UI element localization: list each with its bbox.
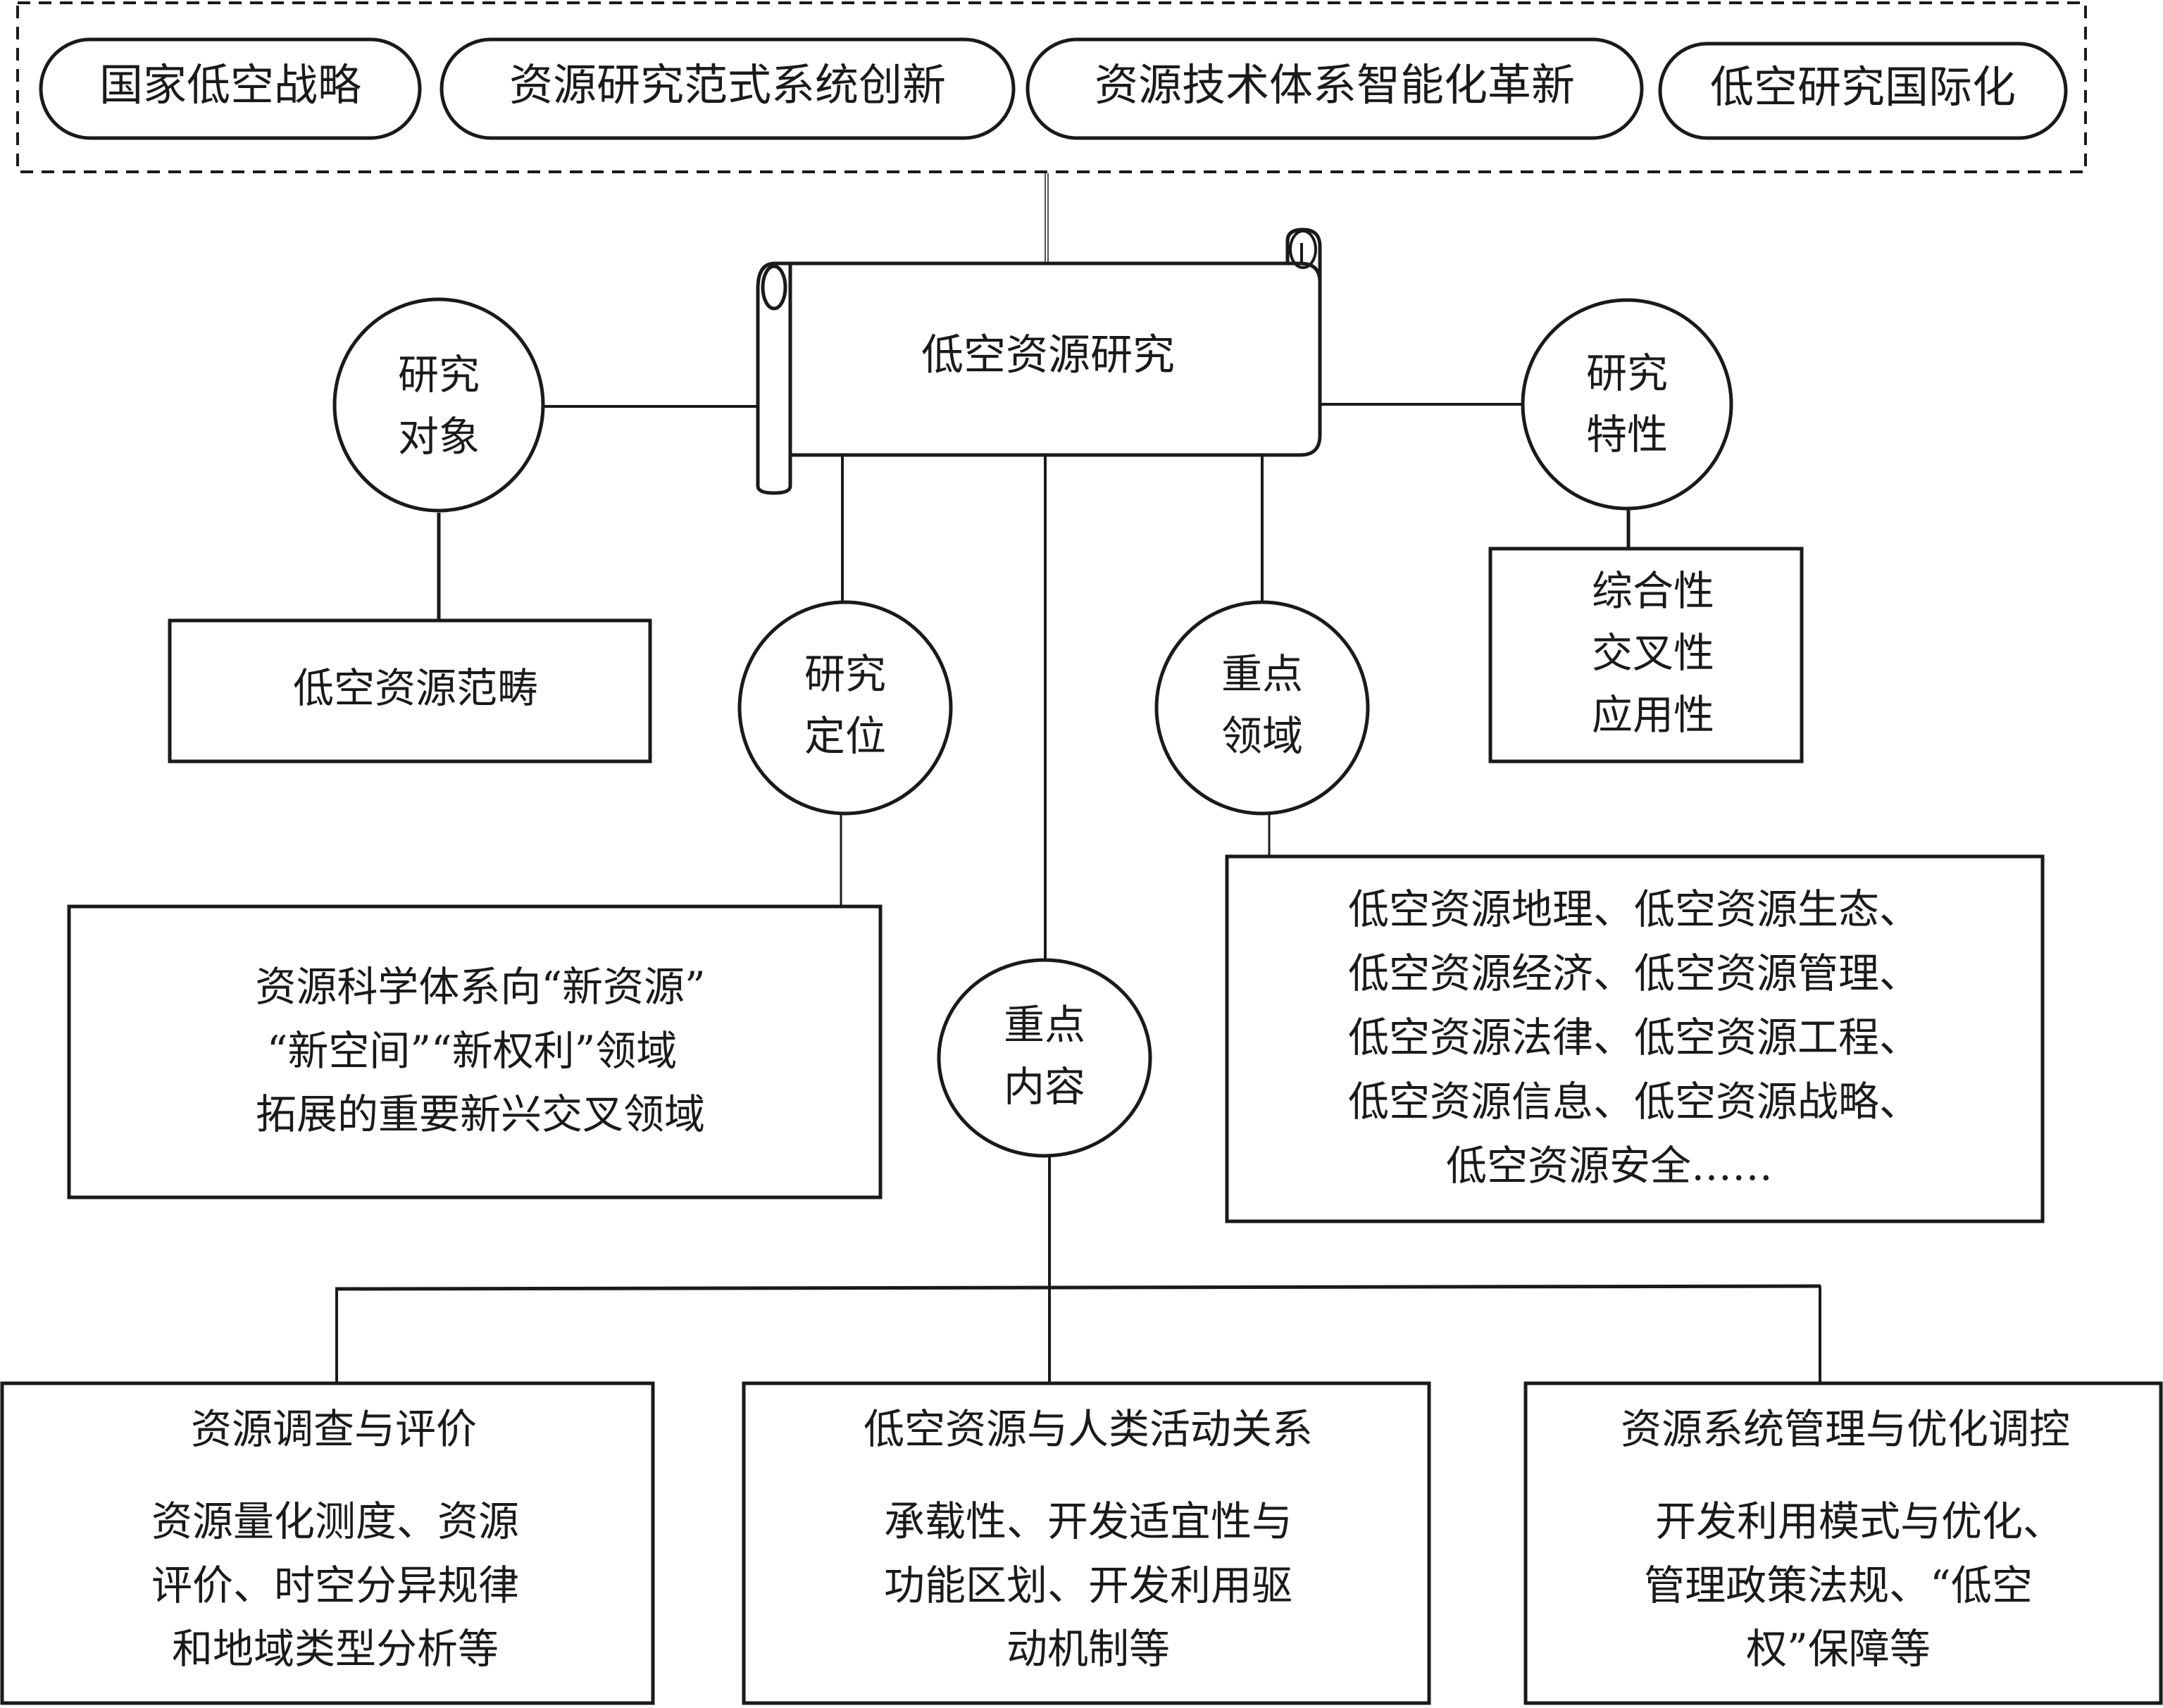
node-label-line: 重点 [1221,650,1303,698]
content-area-line: 动机制等 [1006,1625,1170,1673]
driver-label: 低空研究国际化 [1710,61,2016,113]
detail-line: 综合性 [1592,567,1714,615]
drivers-group: 国家低空战略 资源研究范式系统创新 资源技术体系智能化革新 低空研究国际化 [16,1,2087,173]
content-area-line: 和地域类型分析等 [172,1625,499,1673]
detail-line: 低空资源法律、低空资源工程、 [1348,1014,1920,1061]
detail-line: 低空资源地理、低空资源生态、 [1348,885,1920,933]
node-label-line: 特性 [1586,411,1668,459]
content-area-line: 开发利用模式与优化、 [1655,1497,2064,1545]
content-area-title: 资源系统管理与优化调控 [1621,1405,2070,1453]
center-label: 低空资源研究 [921,331,1175,380]
node-key-fields: 重点 领域 [1154,600,1370,816]
node-research-traits: 研究 特性 [1521,298,1733,511]
node-research-object: 研究 对象 [332,297,545,513]
node-label-line: 对象 [398,413,480,461]
content-area-title: 低空资源与人类活动关系 [864,1405,1313,1453]
detail-box-traits: 综合性 交叉性 应用性 [1488,547,1804,763]
detail-box-positioning: 资源科学体系向“新资源” “新空间”“新权利”领域 拓展的重要新兴交叉领域 [67,904,883,1199]
detail-box-object: 低空资源范畴 [168,618,652,763]
driver-pill-tech-innovation: 资源技术体系智能化革新 [1026,37,1644,140]
scroll-right-roll [1285,227,1322,282]
detail-line: 低空资源范畴 [293,664,538,712]
connectors [335,403,1821,1383]
detail-line: “新空间”“新权利”领域 [267,1027,678,1075]
connector-content-bus [335,1284,1821,1291]
content-area-line: 管理政策法规、“低空 [1644,1561,2033,1609]
node-label-line: 研究 [398,351,480,399]
node-label-line: 研究 [1586,349,1668,397]
node-label-line: 内容 [1004,1063,1085,1111]
content-area-line: 功能区划、开发利用驱 [884,1561,1292,1609]
node-label-line: 定位 [804,712,886,760]
detail-line: 低空资源信息、低空资源战略、 [1348,1078,1920,1126]
content-area-title: 资源调查与评价 [191,1405,477,1453]
content-area-line: 承载性、开发适宜性与 [884,1497,1292,1545]
content-area-system-management: 资源系统管理与优化调控 开发利用模式与优化、 管理政策法规、“低空 权”保障等 [1523,1381,2163,1705]
detail-line: 拓展的重要新兴交叉领域 [256,1090,705,1138]
node-research-positioning: 研究 定位 [737,600,953,816]
content-area-survey: 资源调查与评价 资源量化测度、资源 评价、时空分异规律 和地域类型分析等 [0,1381,655,1705]
node-label-line: 领域 [1221,712,1303,760]
content-area-line: 评价、时空分异规律 [151,1561,519,1609]
driver-label: 资源研究范式系统创新 [509,59,946,111]
node-label-line: 研究 [804,650,886,698]
content-area-human-activity: 低空资源与人类活动关系 承载性、开发适宜性与 功能区划、开发利用驱 动机制等 [742,1381,1431,1705]
node-key-content: 重点 内容 [937,958,1152,1158]
detail-line: 低空资源安全…… [1446,1142,1773,1190]
content-area-line: 资源量化测度、资源 [151,1497,519,1545]
detail-line: 低空资源经济、低空资源管理、 [1348,949,1920,997]
scroll-left-roll [756,261,792,495]
detail-line: 交叉性 [1592,629,1714,677]
driver-pill-internationalization: 低空研究国际化 [1658,42,2068,140]
detail-box-key-fields: 低空资源地理、低空资源生态、 低空资源经济、低空资源管理、 低空资源法律、低空资… [1225,854,2045,1223]
content-area-line: 权”保障等 [1746,1625,1931,1673]
driver-pill-national-strategy: 国家低空战略 [39,37,422,140]
driver-label: 资源技术体系智能化革新 [1095,59,1575,111]
detail-line: 资源科学体系向“新资源” [255,963,705,1011]
driver-pill-paradigm-innovation: 资源研究范式系统创新 [440,37,1016,140]
center-scroll: 低空资源研究 [756,227,1322,495]
driver-label: 国家低空战略 [99,59,361,111]
detail-line: 应用性 [1592,691,1714,739]
node-label-line: 重点 [1004,1001,1085,1049]
frame-to-center-connector [1045,173,1049,263]
